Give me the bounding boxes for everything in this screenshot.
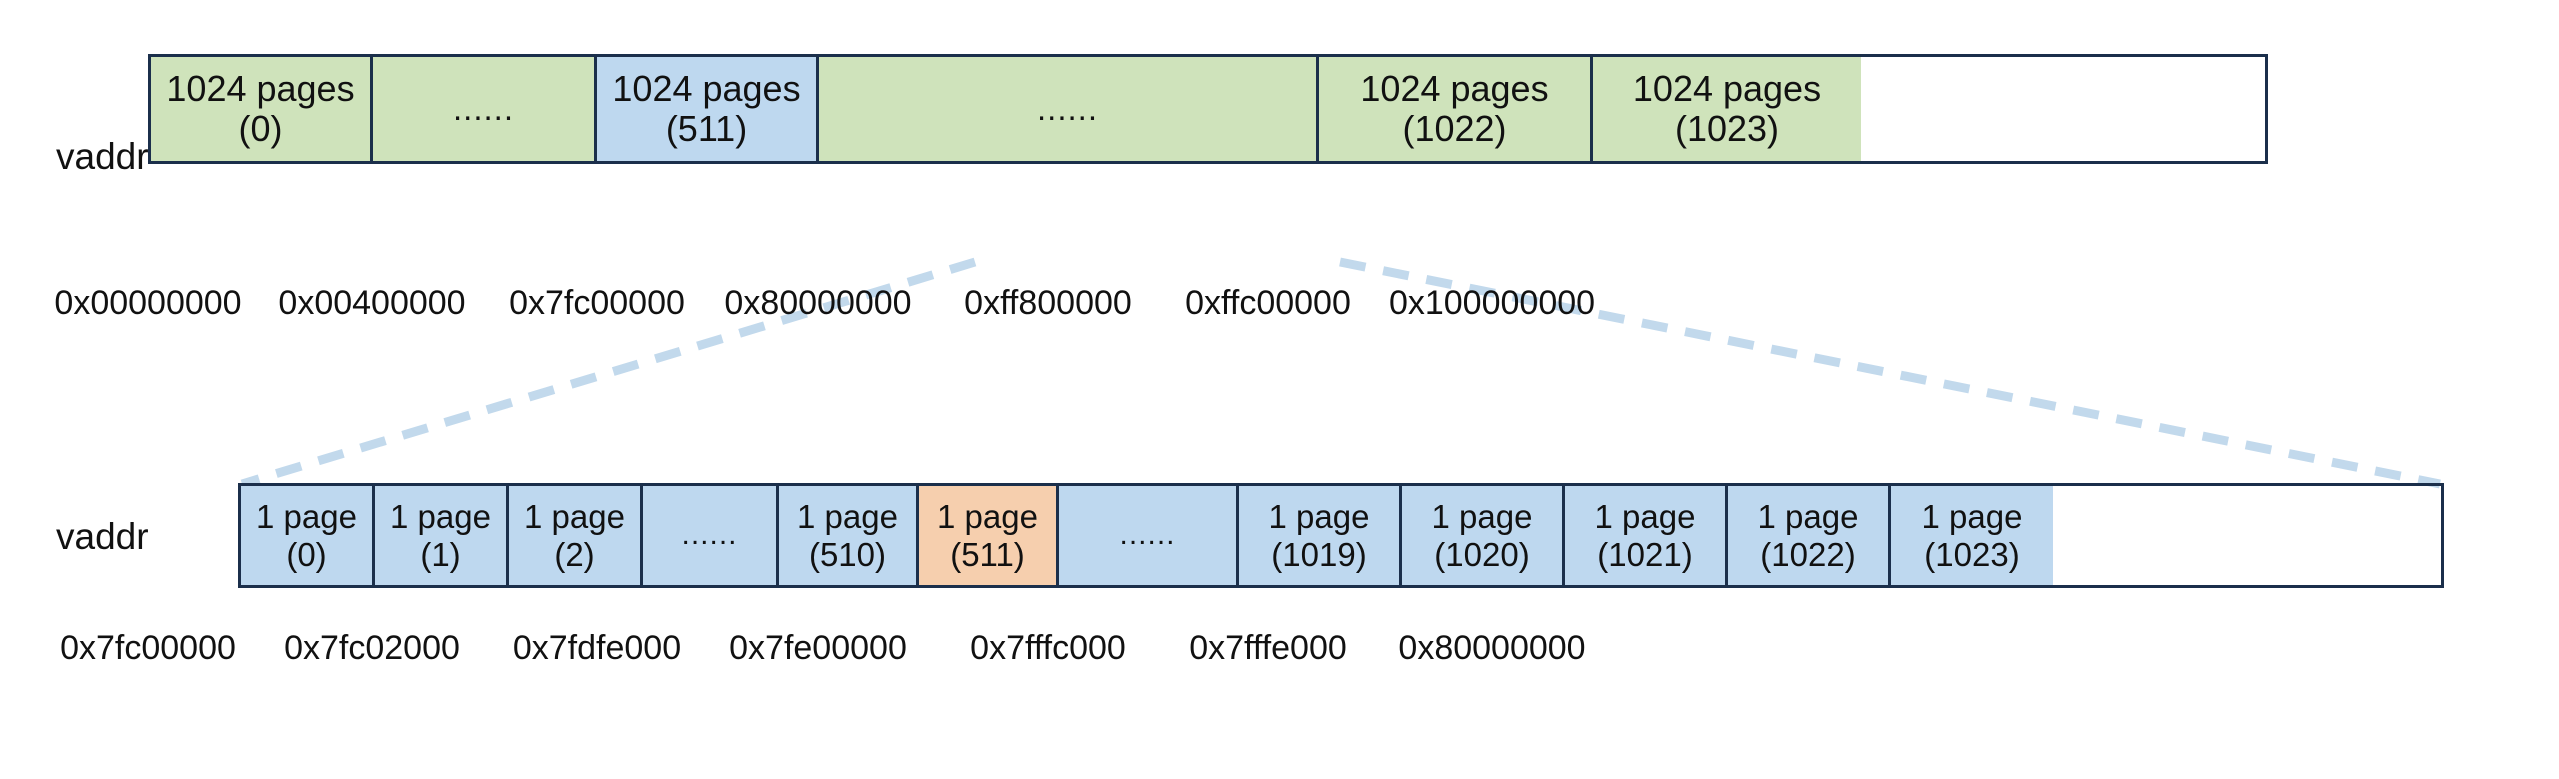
top-addr-6: 0x100000000 <box>1388 284 1596 322</box>
bottom-cell-8-line2: (1020) <box>1434 535 1530 573</box>
top-cell-5-line2: (1023) <box>1674 108 1780 149</box>
bottom-cell-10[interactable]: 1 page (1022) <box>1728 486 1891 585</box>
top-row-address-ticks: 0x00000000 0x00400000 0x7fc00000 0x80000… <box>0 283 2559 323</box>
bottom-cell-11-line1: 1 page <box>1921 497 2023 535</box>
bottom-cell-9-line1: 1 page <box>1594 497 1696 535</box>
top-cell-0[interactable]: 1024 pages (0) <box>151 57 373 161</box>
bottom-cell-9[interactable]: 1 page (1021) <box>1565 486 1728 585</box>
top-addr-5: 0xffc00000 <box>1185 284 1351 322</box>
bottom-cell-7-line2: (1019) <box>1271 535 1367 573</box>
bottom-cell-8-line1: 1 page <box>1431 497 1533 535</box>
bottom-cell-2-line2: (2) <box>554 535 595 573</box>
top-cell-4[interactable]: 1024 pages (1022) <box>1319 57 1593 161</box>
bottom-cell-2[interactable]: 1 page (2) <box>509 486 643 585</box>
bottom-cell-3-line1: ...... <box>681 518 738 552</box>
top-addr-3: 0x80000000 <box>724 284 912 322</box>
bottom-cell-0-line1: 1 page <box>256 497 357 535</box>
bottom-cell-10-line1: 1 page <box>1757 497 1859 535</box>
top-cell-1-ellipsis[interactable]: ...... <box>373 57 597 161</box>
top-cell-3-ellipsis[interactable]: ...... <box>819 57 1319 161</box>
bottom-row-vaddr-label: vaddr <box>56 516 149 557</box>
bottom-addr-0: 0x7fc00000 <box>60 629 236 667</box>
top-cell-4-line1: 1024 pages <box>1360 67 1549 109</box>
top-cell-0-line2: (0) <box>238 108 283 149</box>
bottom-cell-5-line2: (511) <box>950 535 1025 573</box>
bottom-cell-5-highlighted[interactable]: 1 page (511) <box>919 486 1059 585</box>
bottom-cell-10-line2: (1022) <box>1760 535 1856 573</box>
top-addr-2: 0x7fc00000 <box>509 284 685 322</box>
top-cell-5[interactable]: 1024 pages (1023) <box>1593 57 1861 161</box>
bottom-addr-3: 0x7fe00000 <box>729 629 907 667</box>
bottom-cell-2-line1: 1 page <box>524 497 625 535</box>
bottom-addr-2: 0x7fdfe000 <box>512 629 682 667</box>
bottom-cell-0[interactable]: 1 page (0) <box>241 486 375 585</box>
bottom-row-page-table: 1 page (0) 1 page (1) 1 page (2) ...... … <box>238 483 2444 588</box>
top-addr-4: 0xff800000 <box>964 284 1132 322</box>
top-cell-3-line1: ...... <box>1036 89 1098 127</box>
bottom-cell-1-line1: 1 page <box>390 497 491 535</box>
bottom-cell-4-line2: (510) <box>808 535 887 573</box>
bottom-cell-0-line2: (0) <box>286 535 327 573</box>
bottom-addr-6: 0x80000000 <box>1398 629 1586 667</box>
top-addr-0: 0x00000000 <box>54 284 242 322</box>
bottom-cell-6-ellipsis[interactable]: ...... <box>1059 486 1239 585</box>
bottom-cell-1-line2: (1) <box>420 535 461 573</box>
bottom-cell-4-line1: 1 page <box>797 497 898 535</box>
bottom-cell-7-line1: 1 page <box>1268 497 1370 535</box>
top-addr-1: 0x00400000 <box>278 284 466 322</box>
top-cell-2-line1: 1024 pages <box>612 67 801 109</box>
bottom-cell-7[interactable]: 1 page (1019) <box>1239 486 1402 585</box>
bottom-row-address-ticks: 0x7fc00000 0x7fc02000 0x7fdfe000 0x7fe00… <box>0 628 2559 668</box>
bottom-cell-11[interactable]: 1 page (1023) <box>1891 486 2053 585</box>
bottom-cell-11-line2: (1023) <box>1924 535 2020 573</box>
top-cell-5-line1: 1024 pages <box>1632 67 1822 109</box>
bottom-addr-1: 0x7fc02000 <box>284 629 460 667</box>
bottom-cell-4[interactable]: 1 page (510) <box>779 486 919 585</box>
top-cell-4-line2: (1022) <box>1402 108 1507 149</box>
bottom-cell-5-line1: 1 page <box>937 497 1038 535</box>
top-cell-2-line2: (511) <box>665 108 748 149</box>
top-row-page-directory: 1024 pages (0) ...... 1024 pages (511) .… <box>148 54 2268 164</box>
bottom-cell-3-ellipsis[interactable]: ...... <box>643 486 779 585</box>
bottom-cell-1[interactable]: 1 page (1) <box>375 486 509 585</box>
top-cell-1-line1: ...... <box>452 89 514 127</box>
top-cell-2-selected[interactable]: 1024 pages (511) <box>597 57 819 161</box>
top-cell-0-line1: 1024 pages <box>166 67 355 109</box>
bottom-addr-5: 0x7fffe000 <box>1189 629 1347 667</box>
bottom-cell-8[interactable]: 1 page (1020) <box>1402 486 1565 585</box>
top-row-vaddr-label: vaddr <box>56 136 149 177</box>
bottom-addr-4: 0x7fffc000 <box>970 629 1126 667</box>
bottom-cell-9-line2: (1021) <box>1597 535 1693 573</box>
bottom-cell-6-line1: ...... <box>1119 518 1176 552</box>
